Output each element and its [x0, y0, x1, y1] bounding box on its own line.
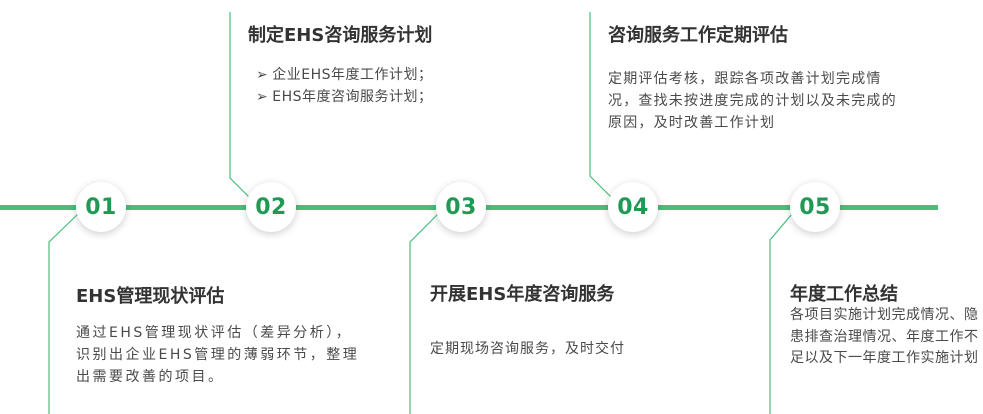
connector-line-01	[48, 213, 79, 414]
bullet-text: 企业EHS年度工作计划；	[272, 67, 433, 83]
connector-line-03	[409, 213, 439, 414]
arrowhead-bullet-icon: ➢	[256, 67, 269, 83]
step-title-04: 咨询服务工作定期评估	[608, 25, 788, 46]
step-bullet-list-02: ➢企业EHS年度工作计划； ➢EHS年度咨询服务计划；	[256, 64, 433, 108]
step-number-04: 04	[608, 182, 658, 232]
arrowhead-bullet-icon: ➢	[256, 89, 269, 105]
bullet-item: ➢EHS年度咨询服务计划；	[256, 86, 433, 108]
step-title-05: 年度工作总结	[790, 284, 898, 305]
step-description-03: 定期现场咨询服务，及时交付	[430, 341, 625, 357]
connector-line-05	[769, 213, 793, 414]
step-number-03: 03	[436, 182, 486, 232]
step-title-01: EHS管理现状评估	[76, 286, 225, 307]
step-description-04: 定期评估考核，跟踪各项改善计划完成情况，查找未按进度完成的计划以及未完成的原因，…	[608, 71, 897, 131]
step-title-03: 开展EHS年度咨询服务	[430, 284, 615, 305]
step-description-01: 通过EHS管理现状评估（差异分析），识别出企业EHS管理的薄弱环节，整理出需要改…	[76, 325, 360, 385]
bullet-text: EHS年度咨询服务计划；	[272, 89, 433, 105]
step-number-01: 01	[76, 182, 126, 232]
step-description-05: 各项目实施计划完成情况、隐患排查治理情况、年度工作不足以及下一年度工作实施计划	[790, 307, 979, 366]
step-title-02: 制定EHS咨询服务计划	[248, 25, 433, 46]
step-number-05: 05	[790, 182, 840, 232]
step-number-02: 02	[246, 182, 296, 232]
bullet-item: ➢企业EHS年度工作计划；	[256, 64, 433, 86]
